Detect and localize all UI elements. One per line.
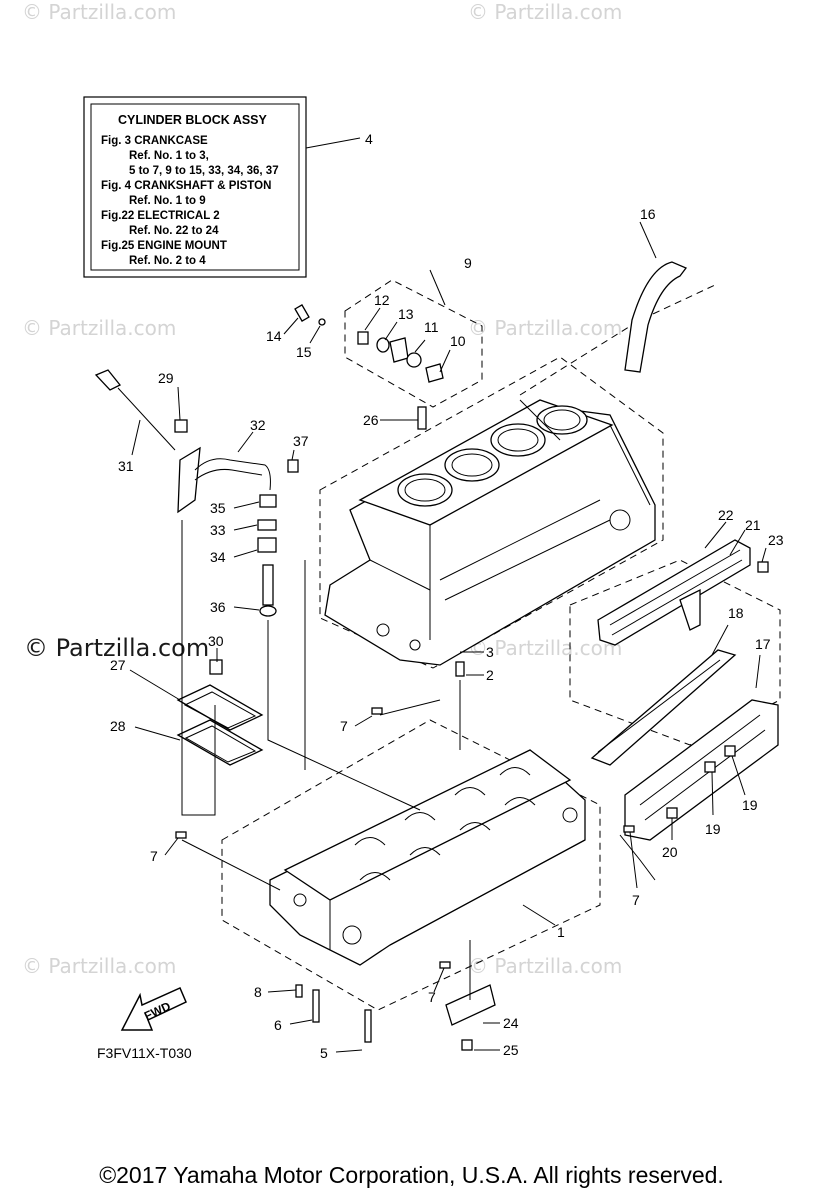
callout-22: 22 (718, 507, 734, 523)
callout-23: 23 (768, 532, 784, 548)
watermark: © Partzilla.com (468, 954, 623, 978)
watermark: © Partzilla.com (22, 316, 177, 340)
small-parts (174, 304, 769, 1051)
callout-33: 33 (210, 522, 226, 538)
callout-19: 19 (742, 797, 758, 813)
callout-25: 25 (503, 1042, 519, 1058)
callout-24: 24 (503, 1015, 519, 1031)
callout-10: 10 (450, 333, 466, 349)
callout-36: 36 (210, 599, 226, 615)
legend-line: Fig.25 ENGINE MOUNT (101, 240, 227, 252)
callout-31: 31 (118, 458, 134, 474)
legend-box: CYLINDER BLOCK ASSY Fig. 3 CRANKCASE Ref… (83, 96, 307, 278)
crankcase (269, 749, 586, 966)
callout-18: 18 (728, 605, 744, 621)
callouts: 1 2 3 4 5 6 7 7 7 7 7 8 9 10 11 12 13 14 (110, 131, 784, 1061)
callout-19: 19 (705, 821, 721, 837)
callout-2: 2 (486, 667, 494, 683)
legend-title: CYLINDER BLOCK ASSY (118, 113, 268, 127)
side-cover (597, 539, 751, 646)
watermark: © Partzilla.com (22, 954, 177, 978)
callout-16: 16 (640, 206, 656, 222)
fwd-arrow-icon: FWD (120, 987, 187, 1031)
callout-20: 20 (662, 844, 678, 860)
callout-12: 12 (374, 292, 390, 308)
part-code: F3FV11X-T030 (97, 1045, 192, 1061)
callout-7: 7 (632, 892, 640, 908)
watermark: © Partzilla.com (22, 0, 177, 24)
callout-26: 26 (363, 412, 379, 428)
callout-3: 3 (486, 644, 494, 660)
legend-line: Fig.22 ELECTRICAL 2 (101, 210, 220, 222)
legend-line: Ref. No. 1 to 3, (129, 150, 209, 162)
dipstick (94, 369, 274, 606)
legend-line: Fig. 3 CRANKCASE (101, 135, 208, 147)
callout-9: 9 (464, 255, 472, 271)
callout-37: 37 (293, 433, 309, 449)
callout-7: 7 (340, 718, 348, 734)
callout-28: 28 (110, 718, 126, 734)
callout-21: 21 (745, 517, 761, 533)
leader-lines (181, 137, 657, 1000)
vent-hose (624, 261, 688, 373)
callout-5: 5 (320, 1045, 328, 1061)
legend-line: 5 to 7, 9 to 15, 33, 34, 36, 37 (129, 165, 279, 177)
callout-32: 32 (250, 417, 266, 433)
callout-17: 17 (755, 636, 771, 652)
callout-30: 30 (208, 633, 224, 649)
callout-8: 8 (254, 984, 262, 1000)
callout-6: 6 (274, 1017, 282, 1033)
callout-29: 29 (158, 370, 174, 386)
plate (176, 684, 264, 766)
legend-line: Fig. 4 CRANKSHAFT & PISTON (101, 180, 271, 192)
callout-27: 27 (110, 657, 126, 673)
watermark: © Partzilla.com (468, 636, 623, 660)
legend-line: Ref. No. 1 to 9 (129, 195, 206, 207)
callout-7: 7 (150, 848, 158, 864)
callout-13: 13 (398, 306, 414, 322)
legend-line: Ref. No. 22 to 24 (129, 225, 219, 237)
callout-35: 35 (210, 500, 226, 516)
callout-14: 14 (266, 328, 282, 344)
callout-1: 1 (557, 924, 565, 940)
group-boundaries (221, 279, 781, 1011)
watermark: © Partzilla.com (468, 316, 623, 340)
callout-4: 4 (365, 131, 373, 147)
watermark-large: © Partzilla.com (24, 634, 210, 662)
crankcase-cover (590, 649, 779, 841)
callout-11: 11 (424, 319, 439, 335)
copyright-notice: ©2017 Yamaha Motor Corporation, U.S.A. A… (99, 1162, 724, 1188)
cylinder-block (324, 399, 656, 666)
watermark: © Partzilla.com (468, 0, 623, 24)
callout-15: 15 (296, 344, 312, 360)
legend-line: Ref. No. 2 to 4 (129, 255, 206, 267)
callout-7: 7 (428, 989, 436, 1005)
callout-34: 34 (210, 549, 226, 565)
